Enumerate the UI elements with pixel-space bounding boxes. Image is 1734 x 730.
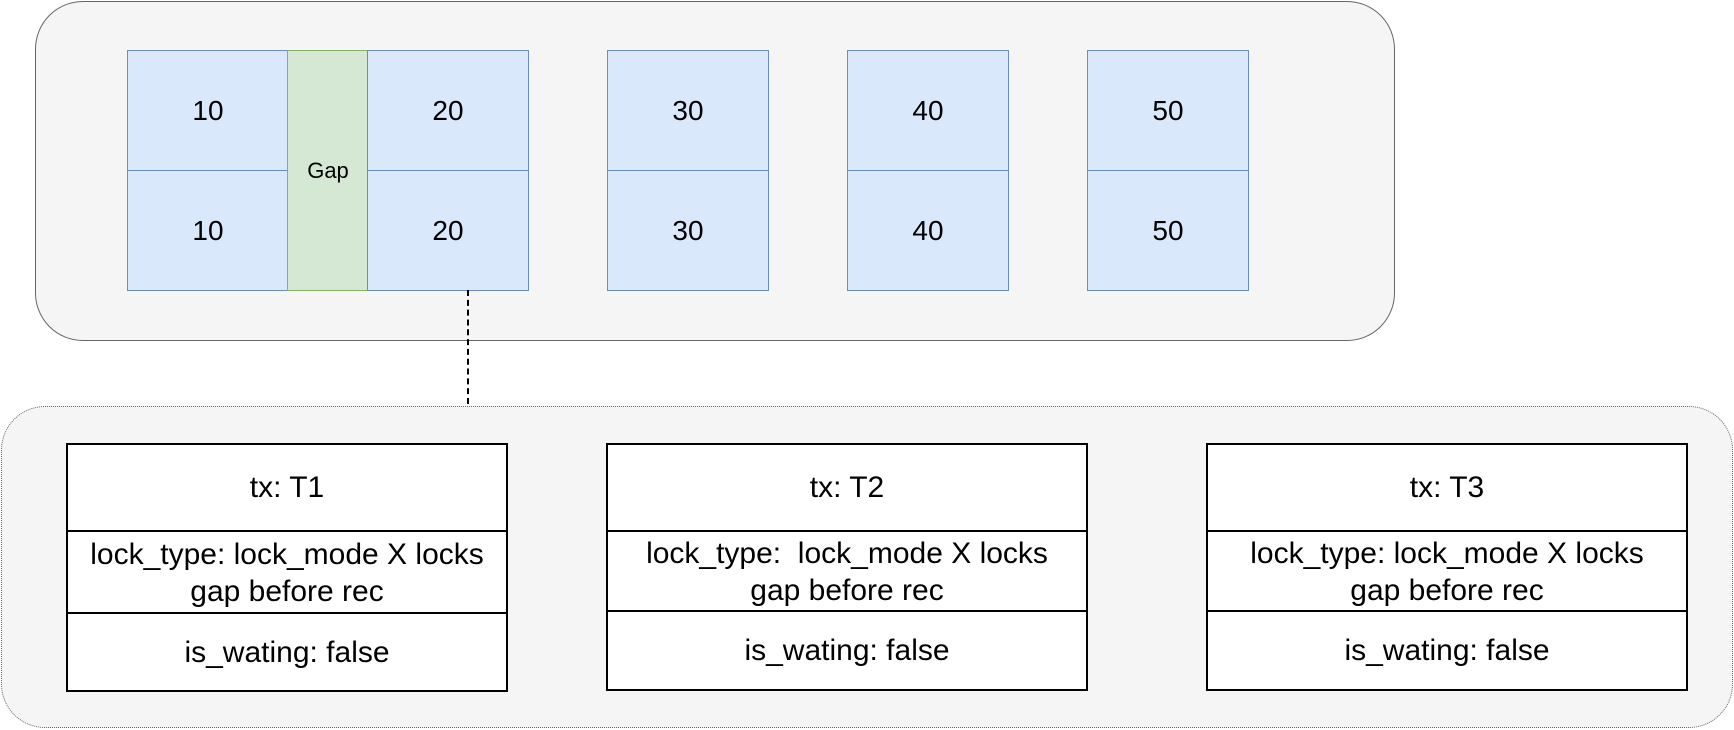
lock-card-t3: tx: T3 lock_type: lock_mode X locks gap … [1206, 443, 1688, 691]
lock-type-line2: gap before rec [190, 575, 384, 608]
record-20-bottom: 20 [367, 170, 529, 291]
lock-tx-label: tx: T3 [1409, 471, 1485, 504]
lock-tx-label: tx: T2 [809, 471, 885, 504]
lock-card-t2: tx: T2 lock_type: lock_mode X locks gap … [606, 443, 1088, 691]
record-50-bottom: 50 [1087, 170, 1249, 291]
dashed-connector [467, 290, 469, 404]
lock-type-label: lock_type: lock_mode X locks gap before … [608, 530, 1086, 612]
lock-waiting-label: is_wating: false [1208, 610, 1686, 689]
lock-type-line1: lock_type: lock_mode X locks [1250, 537, 1644, 570]
lock-type-line2: gap before rec [1350, 574, 1544, 607]
gap-cell: Gap [287, 50, 369, 291]
record-50-top: 50 [1087, 50, 1249, 171]
record-40-bottom: 40 [847, 170, 1009, 291]
lock-type-line1: lock_type: lock_mode X locks [646, 537, 1048, 570]
lock-card-t1: tx: T1 lock_type: lock_mode X locks gap … [66, 443, 508, 692]
lock-waiting-label: is_wating: false [68, 612, 506, 690]
lock-type-line1: lock_type: lock_mode X locks [90, 538, 484, 571]
record-20-top: 20 [367, 50, 529, 171]
record-30-top: 30 [607, 50, 769, 171]
lock-type-line2: gap before rec [750, 574, 944, 607]
lock-waiting-label: is_wating: false [608, 610, 1086, 689]
lock-type-label: lock_type: lock_mode X locks gap before … [1208, 530, 1686, 612]
record-10-bottom: 10 [127, 170, 289, 291]
record-40-top: 40 [847, 50, 1009, 171]
lock-type-label: lock_type: lock_mode X locks gap before … [68, 530, 506, 614]
lock-tx-label: tx: T1 [249, 471, 325, 504]
record-30-bottom: 30 [607, 170, 769, 291]
record-10-top: 10 [127, 50, 289, 171]
